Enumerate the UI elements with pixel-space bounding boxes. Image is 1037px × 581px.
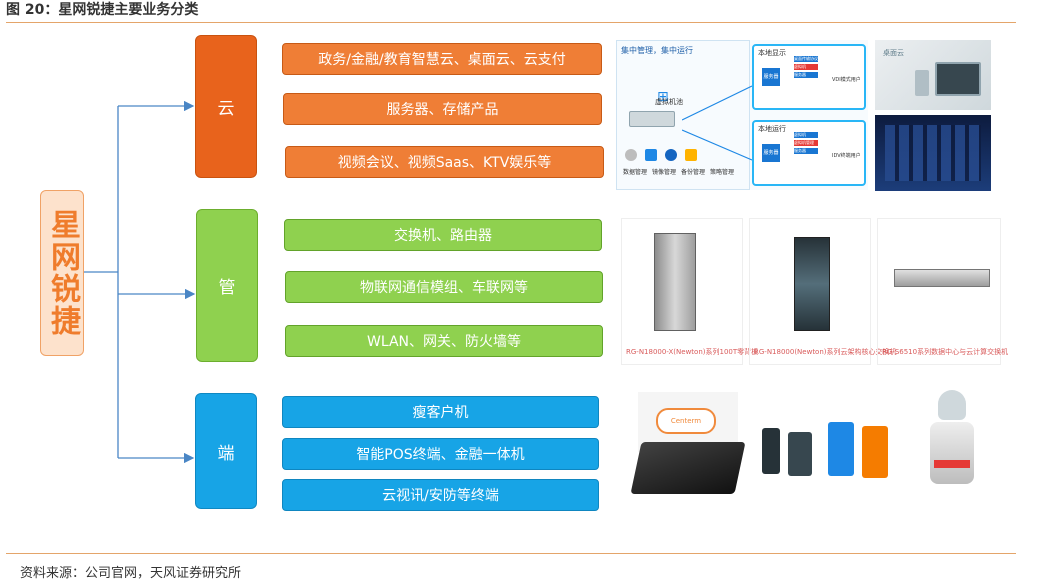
robot-body-icon <box>930 422 974 484</box>
stack-item: 服务器 <box>794 72 818 78</box>
pos-terminal-icon <box>762 428 780 474</box>
product-caption: RG-N18000-X(Newton)系列100T零背板 <box>626 348 759 356</box>
category-terminal: 端 <box>195 393 257 509</box>
mgmt-label: 镜像管理 <box>652 169 677 176</box>
stack-item: 虚拟机 <box>794 132 818 138</box>
panel-title: 本地显示 <box>758 49 786 57</box>
panel-side: IDV终端用户 <box>832 153 861 159</box>
cloud-center-panel: 集中管理，集中运行 ⊞ 虚拟机池 数据管理 镜像管理 备份管理 策略管理 <box>616 40 750 190</box>
policy-icon <box>685 149 697 161</box>
thin-client-device <box>630 442 746 494</box>
thin-client-brand: Centerm <box>656 408 716 434</box>
terminal-item: 瘦客户机 <box>282 396 599 428</box>
tower-icon <box>915 70 929 96</box>
cloud-item: 政务/金融/教育智慧云、桌面云、云支付 <box>282 43 602 75</box>
stack-item: 桌面传输协议 <box>794 56 818 62</box>
mgmt-label: 策略管理 <box>710 169 735 176</box>
server-rack-rows <box>885 125 981 181</box>
pos-terminal-icon <box>828 422 854 476</box>
category-cloud: 云 <box>195 35 257 178</box>
stack-item: 服务器 <box>794 148 818 154</box>
image-icon <box>645 149 657 161</box>
windows-icon: ⊞ <box>657 89 669 105</box>
top-divider <box>6 22 1016 23</box>
page-title: 图 20：星网锐捷主要业务分类 <box>6 2 199 18</box>
server-icon <box>629 111 675 127</box>
source-note: 资料来源：公司官网，天风证券研究所 <box>20 566 242 581</box>
terminal-item: 云视讯/安防等终端 <box>282 479 599 511</box>
mgmt-label: 备份管理 <box>681 169 706 176</box>
product-caption: RG-N18000(Newton)系列云架构核心交换机 <box>754 348 897 356</box>
panel-side: VDI模式用户 <box>832 77 861 83</box>
robot-photo <box>920 390 986 502</box>
cloud-center-node: 虚拟机池 <box>655 98 683 106</box>
robot-band-icon <box>934 460 970 468</box>
robot-head-icon <box>938 390 966 420</box>
users-icon <box>665 149 677 161</box>
pos-terminal-icon <box>862 426 888 478</box>
panel-title: 本地运行 <box>758 125 786 133</box>
pipe-item: WLAN、网关、防火墙等 <box>285 325 603 357</box>
pos-terminal-icon <box>788 432 812 476</box>
diagram-arrows <box>682 85 753 161</box>
chassis-switch-icon <box>654 233 696 331</box>
rack-switch-icon <box>894 269 990 287</box>
product-card: RG-S6510系列数据中心与云计算交换机 <box>877 218 1008 365</box>
bottom-divider <box>6 553 1016 554</box>
cloud-badge: 桌面云 <box>883 49 904 57</box>
panel-stack: 虚拟机 虚拟机管理 服务器 <box>794 132 818 154</box>
cloud-item: 视频会议、视频Saas、KTV娱乐等 <box>285 146 604 178</box>
cloud-center-title: 集中管理，集中运行 <box>621 46 693 55</box>
product-card: RG-N18000-X(Newton)系列100T零背板 <box>621 218 758 365</box>
management-labels: 数据管理 镜像管理 备份管理 策略管理 <box>623 167 743 176</box>
cloud-desktop-diagram: 集中管理，集中运行 ⊞ 虚拟机池 数据管理 镜像管理 备份管理 策略管理 本地显… <box>616 40 868 190</box>
local-run-panel: 本地运行 服务器 虚拟机 虚拟机管理 服务器 IDV终端用户 <box>752 120 866 186</box>
panel-node: 服务器 <box>762 144 780 162</box>
pipe-item: 物联网通信模组、车联网等 <box>285 271 603 303</box>
database-icon <box>625 149 637 161</box>
pipe-item: 交换机、路由器 <box>284 219 602 251</box>
panel-stack: 桌面传输协议 虚拟机 服务器 <box>794 56 818 78</box>
product-card: RG-N18000(Newton)系列云架构核心交换机 <box>749 218 897 365</box>
category-pipe: 管 <box>196 209 258 362</box>
local-display-panel: 本地显示 服务器 桌面传输协议 虚拟机 服务器 VDI模式用户 <box>752 44 866 110</box>
stack-item: 虚拟机 <box>794 64 818 70</box>
root-label: 星网锐捷 <box>45 209 80 337</box>
stack-item: 虚拟机管理 <box>794 140 818 146</box>
monitor-icon <box>935 62 981 96</box>
thin-client-photo: Centerm <box>618 388 746 512</box>
pos-terminals-photo <box>758 418 894 502</box>
cloud-item: 服务器、存储产品 <box>283 93 602 125</box>
terminal-item: 智能POS终端、金融一体机 <box>282 438 599 470</box>
datacenter-photo <box>875 115 991 191</box>
panel-node: 服务器 <box>762 68 780 86</box>
mgmt-label: 数据管理 <box>623 169 648 176</box>
cloud-desktop-photo: 桌面云 <box>875 40 991 110</box>
core-switch-icon <box>794 237 830 331</box>
product-caption: RG-S6510系列数据中心与云计算交换机 <box>882 348 1009 356</box>
root-node: 星网锐捷 <box>40 190 84 356</box>
management-icons <box>623 149 713 165</box>
